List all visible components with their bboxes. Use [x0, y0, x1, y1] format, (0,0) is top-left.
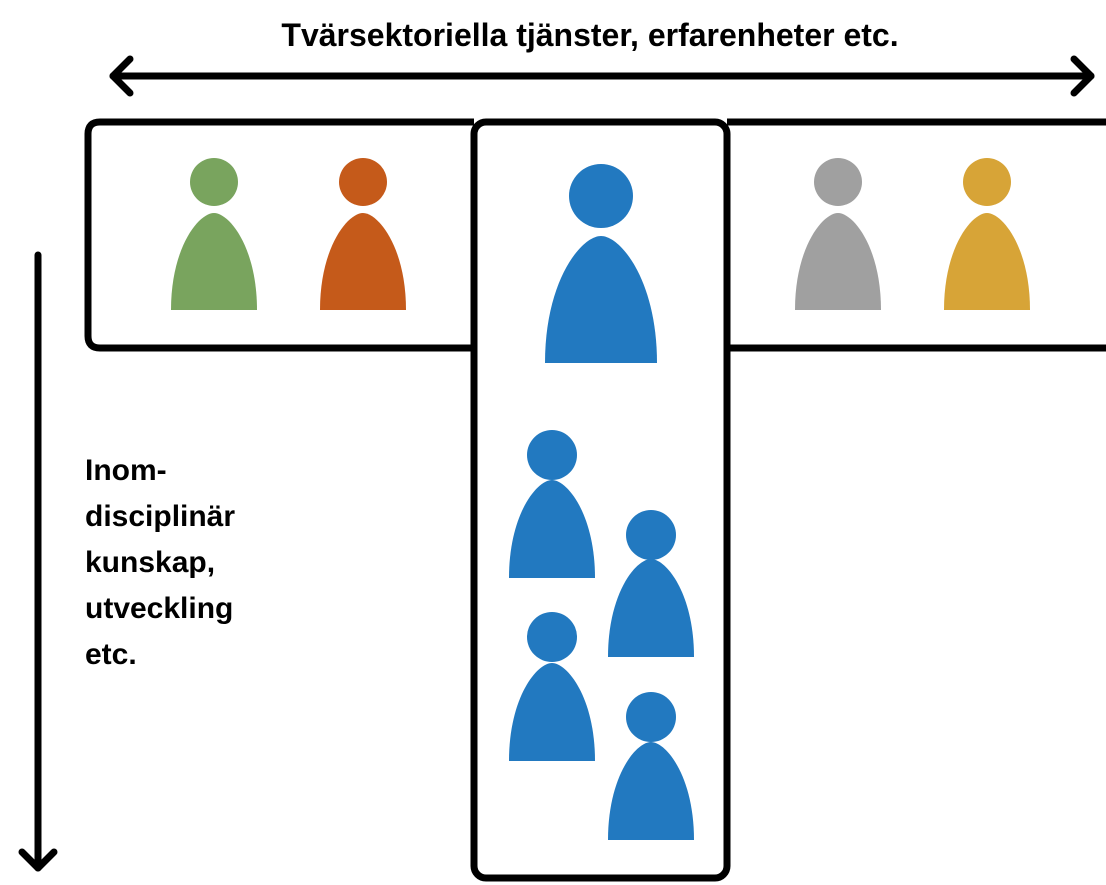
- figure-body: [509, 663, 595, 761]
- side-label-line: disciplinär: [85, 500, 235, 533]
- horizontal-arrow: [109, 55, 1095, 97]
- vertical-bar: [470, 118, 731, 882]
- figure-blue-main: [545, 164, 657, 363]
- horizontal-bar-right: [727, 118, 1106, 352]
- figure-gray: [795, 158, 881, 310]
- figure-head: [190, 158, 238, 206]
- figure-body: [509, 480, 595, 578]
- figure-body: [608, 559, 694, 657]
- figure-body: [545, 236, 657, 363]
- figure-head: [626, 692, 676, 742]
- figure-body: [171, 213, 257, 310]
- top-label: Tvärsektoriella tjänster, erfarenheter e…: [281, 17, 898, 53]
- figure-head: [527, 612, 577, 662]
- figure-body: [608, 742, 694, 840]
- figure-body: [944, 213, 1030, 310]
- figure-layer: [171, 158, 1030, 840]
- side-label-line: etc.: [85, 638, 137, 671]
- figure-orange: [320, 158, 406, 310]
- figure-head: [963, 158, 1011, 206]
- figure-blue-small-4: [608, 692, 694, 840]
- vertical-arrow: [18, 251, 58, 872]
- figure-body: [795, 213, 881, 310]
- figure-blue-small-2: [608, 510, 694, 657]
- figure-head: [814, 158, 862, 206]
- figure-blue-small-1: [509, 430, 595, 578]
- side-label-line: Inom-: [85, 454, 167, 487]
- figure-blue-small-3: [509, 612, 595, 761]
- figure-head: [626, 510, 676, 560]
- figure-body: [320, 213, 406, 310]
- side-label-line: utveckling: [85, 592, 233, 625]
- figure-head: [339, 158, 387, 206]
- figure-head: [569, 164, 633, 228]
- horizontal-bar-left: [84, 118, 474, 352]
- figure-gold: [944, 158, 1030, 310]
- figure-head: [527, 430, 577, 480]
- side-label-line: kunskap,: [85, 546, 215, 579]
- figure-green: [171, 158, 257, 310]
- side-label: Inom- disciplinär kunskap, utveckling et…: [85, 454, 243, 671]
